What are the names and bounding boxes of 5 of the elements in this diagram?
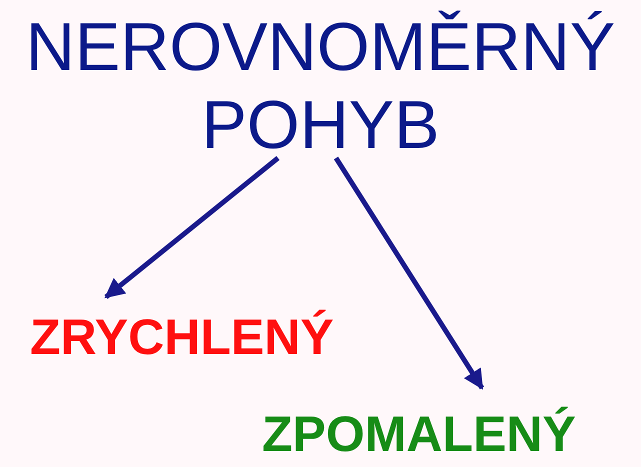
node-label: ZPOMALENÝ	[262, 406, 576, 462]
node-label: ZRYCHLENÝ	[30, 309, 334, 365]
arrow	[334, 156, 484, 390]
node-label: NEROVNOMĚRNÝ POHYB	[26, 9, 616, 163]
arrow	[104, 156, 280, 299]
